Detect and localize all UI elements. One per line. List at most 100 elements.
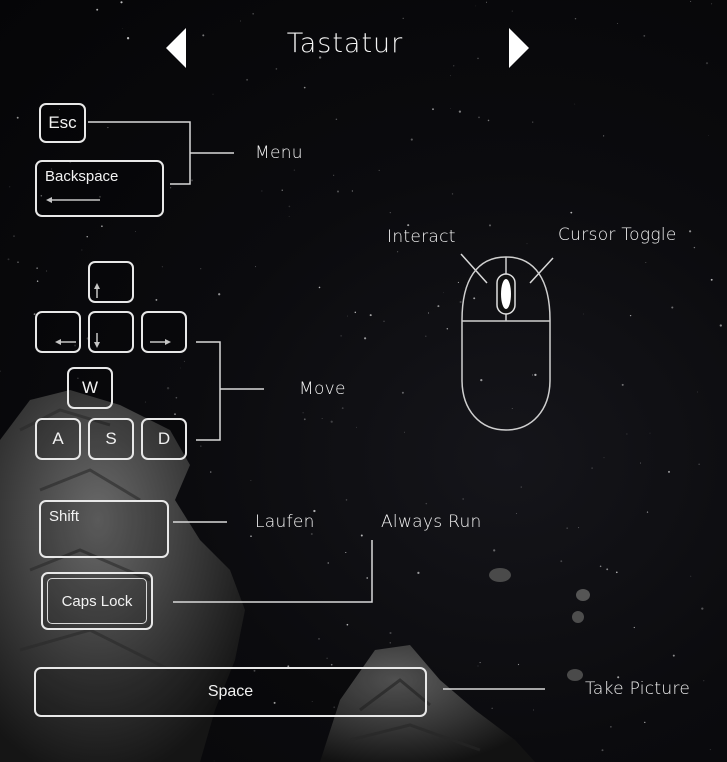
star xyxy=(77,377,79,379)
star xyxy=(213,760,215,762)
star xyxy=(643,35,646,37)
star xyxy=(621,383,624,386)
star xyxy=(318,56,322,59)
star xyxy=(51,168,53,170)
star xyxy=(200,268,202,270)
backspace-arrow-icon xyxy=(46,197,100,203)
backspace-key: Backspace xyxy=(35,160,164,217)
star xyxy=(533,709,534,711)
space-key-label: Space xyxy=(207,683,254,700)
star xyxy=(340,335,342,337)
star xyxy=(690,0,692,2)
star xyxy=(312,50,313,52)
star xyxy=(617,676,620,679)
star xyxy=(511,408,513,409)
star xyxy=(218,293,221,296)
mouse-icon xyxy=(461,256,551,431)
star xyxy=(457,281,459,283)
star xyxy=(475,5,477,7)
a-key: A xyxy=(35,418,81,460)
star xyxy=(36,280,39,282)
star xyxy=(397,251,399,253)
star xyxy=(354,311,357,314)
next-page-button[interactable] xyxy=(509,28,529,68)
star xyxy=(345,499,348,501)
star xyxy=(144,401,147,403)
move-action-label: Move xyxy=(299,379,346,399)
star xyxy=(313,509,316,513)
star xyxy=(212,93,214,95)
star xyxy=(708,134,710,136)
star xyxy=(719,324,722,327)
star xyxy=(410,138,413,141)
caps-lock-key: Caps Lock xyxy=(41,572,153,630)
star xyxy=(302,412,304,414)
shift-key: Shift xyxy=(39,500,169,558)
star xyxy=(364,337,367,340)
star xyxy=(453,65,455,67)
arrow-left-key xyxy=(35,311,81,353)
star xyxy=(96,8,99,11)
star xyxy=(36,267,38,269)
star xyxy=(697,391,698,393)
star xyxy=(321,385,323,387)
star xyxy=(671,306,674,309)
star xyxy=(389,211,391,214)
d-key: D xyxy=(141,418,187,460)
star xyxy=(629,314,632,317)
star xyxy=(273,701,276,704)
star xyxy=(202,34,205,37)
star xyxy=(326,657,328,659)
star xyxy=(50,122,52,124)
star xyxy=(16,116,19,119)
star xyxy=(46,270,48,272)
star xyxy=(574,17,577,20)
cursor-toggle-action-label: Cursor Toggle xyxy=(558,225,677,245)
star xyxy=(183,360,185,362)
star xyxy=(526,243,528,245)
star xyxy=(341,407,344,410)
asteroid-bottom xyxy=(320,645,535,762)
page-title: Tastatur xyxy=(286,28,404,59)
star xyxy=(493,549,496,552)
star xyxy=(369,314,372,317)
arrow-up-icon xyxy=(94,283,100,298)
star xyxy=(606,568,609,571)
star xyxy=(0,370,1,372)
star xyxy=(239,20,241,22)
a-key-label: A xyxy=(52,429,64,448)
star xyxy=(255,266,257,268)
star xyxy=(451,193,454,195)
interact-action-label: Interact xyxy=(387,227,456,247)
star xyxy=(261,190,263,192)
star xyxy=(477,57,479,60)
star xyxy=(615,571,618,574)
star xyxy=(646,511,649,513)
star xyxy=(486,1,487,3)
star xyxy=(534,373,537,377)
backspace-key-label: Backspace xyxy=(45,168,119,185)
previous-page-button[interactable] xyxy=(166,28,186,68)
star xyxy=(169,187,172,189)
star xyxy=(13,235,15,237)
star xyxy=(346,623,349,626)
star xyxy=(639,462,641,464)
star xyxy=(603,457,605,459)
star xyxy=(246,78,249,81)
star xyxy=(478,116,480,119)
star xyxy=(250,480,252,481)
star xyxy=(402,17,404,19)
star xyxy=(601,749,604,752)
star xyxy=(321,418,323,420)
star xyxy=(101,225,103,228)
menu-action-label: Menu xyxy=(255,143,303,163)
star xyxy=(432,108,434,111)
star xyxy=(407,224,410,227)
star xyxy=(318,638,320,640)
star xyxy=(698,463,700,465)
arrow-up-key xyxy=(88,261,134,303)
laufen-action-label: Laufen xyxy=(255,512,315,532)
star xyxy=(161,266,163,268)
star xyxy=(645,261,647,264)
